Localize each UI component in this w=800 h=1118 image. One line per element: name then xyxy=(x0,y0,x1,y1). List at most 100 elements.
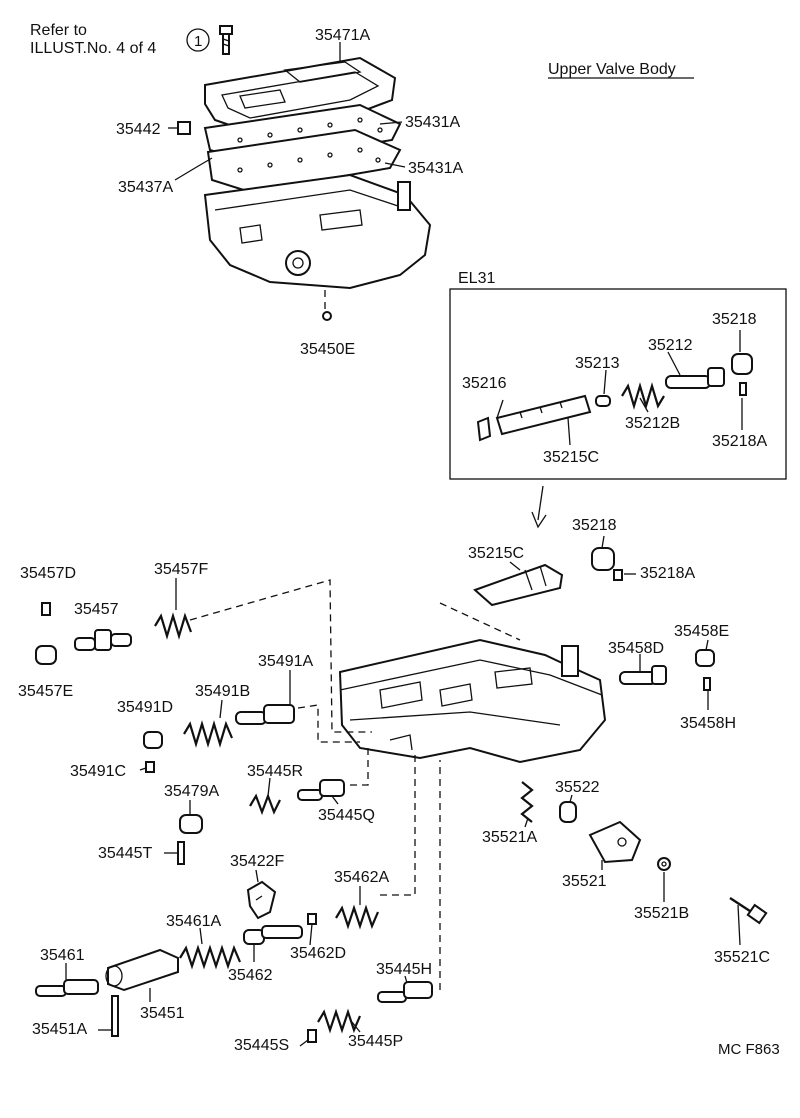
part-label-35445q: 35445Q xyxy=(318,807,375,824)
part-label-35431a-lower: 35431A xyxy=(408,160,463,177)
ball-35450e xyxy=(322,311,332,321)
circle-reference-number: 1 xyxy=(194,33,202,50)
valve-35491a xyxy=(235,704,295,725)
part-label-35521b: 35521B xyxy=(634,905,689,922)
part-label-35457e: 35457E xyxy=(18,683,73,700)
guide-line-35491 xyxy=(297,704,360,743)
refer-to-text: Refer to xyxy=(30,22,87,39)
part-label-35218a-inset: 35218A xyxy=(712,433,767,450)
plug-35218-inset xyxy=(731,353,753,375)
part-label-35442: 35442 xyxy=(116,121,161,138)
part-label-35522: 35522 xyxy=(555,779,600,796)
part-label-35445t: 35445T xyxy=(98,845,152,862)
inset-label: EL31 xyxy=(458,270,495,287)
part-label-35218-inset: 35218 xyxy=(712,311,757,328)
upper-valve-body xyxy=(203,173,432,290)
guide-line-35457 xyxy=(189,579,372,733)
part-label-35218a: 35218A xyxy=(640,565,695,582)
part-label-35471a: 35471A xyxy=(315,27,370,44)
clip-35491c xyxy=(145,761,155,773)
washer-35521b xyxy=(657,857,671,871)
spring-35457f xyxy=(154,612,193,640)
spring-35461a xyxy=(179,944,242,970)
plug-35457e xyxy=(35,645,57,665)
part-label-35457d: 35457D xyxy=(20,565,76,582)
part-label-35216: 35216 xyxy=(462,375,507,392)
part-label-35450e: 35450E xyxy=(300,341,355,358)
part-label-35491a: 35491A xyxy=(258,653,313,670)
spring-35521a xyxy=(520,781,534,823)
plug-35218 xyxy=(591,547,615,571)
retainer-clip-35216 xyxy=(476,416,492,442)
leader-lines xyxy=(65,42,743,1047)
part-label-35457: 35457 xyxy=(74,601,119,618)
inset-frame xyxy=(449,288,787,480)
clip-35445s xyxy=(307,1029,317,1043)
part-label-35491b: 35491B xyxy=(195,683,250,700)
part-label-35451: 35451 xyxy=(140,1005,185,1022)
part-label-35431a-upper: 35431A xyxy=(405,114,460,131)
lower-valve-body xyxy=(338,638,607,764)
pin-35451a xyxy=(111,995,119,1037)
part-label-35445h: 35445H xyxy=(376,961,432,978)
plug-35213 xyxy=(595,395,611,407)
valve-35457 xyxy=(74,629,132,651)
part-label-35462d: 35462D xyxy=(290,945,346,962)
spring-35445p xyxy=(317,1008,362,1034)
part-label-35461a: 35461A xyxy=(166,913,221,930)
part-label-35445p: 35445P xyxy=(348,1033,403,1050)
part-label-35212: 35212 xyxy=(648,337,693,354)
part-label-35461: 35461 xyxy=(40,947,85,964)
bolt-icon xyxy=(219,25,233,55)
part-label-35458d: 35458D xyxy=(608,640,664,657)
part-label-35445r: 35445R xyxy=(247,763,303,780)
part-label-35218: 35218 xyxy=(572,517,617,534)
section-title: Upper Valve Body xyxy=(548,61,676,78)
part-label-35491d: 35491D xyxy=(117,699,173,716)
valve-35461 xyxy=(35,979,99,997)
part-label-35212b: 35212B xyxy=(625,415,680,432)
valve-35445h xyxy=(377,981,433,1003)
small-plug-35442 xyxy=(177,121,191,135)
guide-line-35215c xyxy=(439,602,521,641)
part-label-35521a: 35521A xyxy=(482,829,537,846)
check-ball-35522 xyxy=(559,801,577,823)
part-label-35458h: 35458H xyxy=(680,715,736,732)
plug-35458e xyxy=(695,649,715,667)
part-label-35437a: 35437A xyxy=(118,179,173,196)
part-label-35215c: 35215C xyxy=(468,545,524,562)
valve-35458d xyxy=(619,665,667,685)
part-label-35422f: 35422F xyxy=(230,853,284,870)
part-label-35213: 35213 xyxy=(575,355,620,372)
clip-35457d xyxy=(41,602,51,616)
valve-35445q xyxy=(297,779,345,801)
valve-sleeve-35215c xyxy=(473,563,564,607)
valve-35462 xyxy=(243,925,303,945)
guide-line-35445 xyxy=(350,748,369,786)
part-label-35462a: 35462A xyxy=(334,869,389,886)
spring-35212b xyxy=(621,382,665,410)
illust-reference-text: ILLUST.No. 4 of 4 xyxy=(30,40,156,57)
separator-gasket-lower xyxy=(206,128,402,194)
plug-35479a xyxy=(179,814,203,834)
part-label-35458e: 35458E xyxy=(674,623,729,640)
clip-35462d xyxy=(307,913,317,925)
part-label-35462: 35462 xyxy=(228,967,273,984)
part-label-35457f: 35457F xyxy=(154,561,208,578)
figure-code: MC F863 xyxy=(718,1041,780,1058)
valve-35212 xyxy=(665,367,725,389)
clip-35218a-inset xyxy=(739,382,747,396)
part-label-35521c: 35521C xyxy=(714,949,770,966)
part-label-35445s: 35445S xyxy=(234,1037,289,1054)
spring-35462a xyxy=(335,904,380,930)
plunger-35451 xyxy=(105,948,179,992)
clip-35458h xyxy=(703,677,711,691)
accumulator-plate-35521 xyxy=(588,820,642,864)
valve-sleeve-35215c-inset xyxy=(495,394,592,436)
part-label-35451a: 35451A xyxy=(32,1021,87,1038)
bolt-35521c xyxy=(729,896,768,925)
retainer-clip-35422f xyxy=(246,880,277,920)
pin-35445t xyxy=(177,841,185,865)
clip-35218a xyxy=(613,569,623,581)
